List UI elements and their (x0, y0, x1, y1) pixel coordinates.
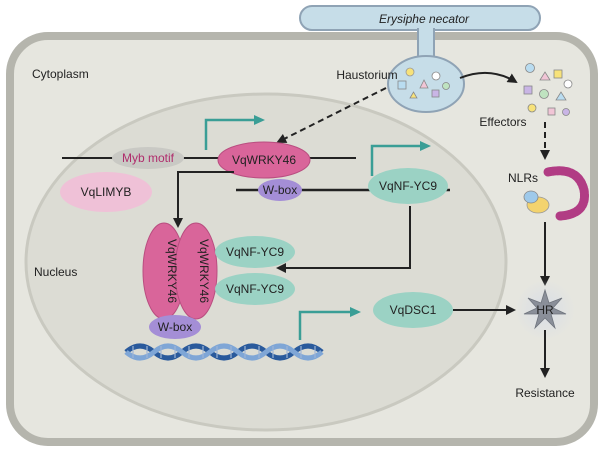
dna-helix (124, 343, 324, 361)
dimer-right-label: VqWRKY46 (197, 239, 211, 303)
wrky46-transcription-arrow (204, 115, 265, 150)
dimer-left-label: VqWRKY46 (165, 239, 179, 303)
nfyc9-complex-upper (215, 236, 295, 268)
vqlimyb-label: VqLIMYB (81, 185, 132, 199)
dsc1-transcription-arrow (298, 307, 361, 340)
haustorium-effector-cluster (397, 67, 450, 99)
effectors-label: Effectors (479, 115, 526, 129)
nlr-protein-icon (523, 166, 589, 221)
effectors-cluster (523, 63, 573, 116)
vqwrky46-label: VqWRKY46 (232, 153, 296, 167)
wrky46-to-dimer-arrow (173, 171, 234, 228)
myb-motif-element (112, 147, 184, 169)
vqdsc1-label: VqDSC1 (390, 303, 437, 317)
vqdsc1-protein (373, 292, 453, 328)
wrky46-dimer-right (174, 222, 218, 320)
nfyc9-transcription-arrow (370, 141, 431, 176)
cytoplasm-label: Cytoplasm (32, 67, 89, 81)
wbox-top-label: W-box (263, 183, 297, 197)
nfyc9-to-complex-arrow (276, 206, 411, 273)
hr-burst-icon (523, 288, 567, 330)
secretion-arrow (459, 71, 518, 84)
haustorium-signal-arrow (276, 87, 387, 143)
nlrs-label: NLRs (508, 171, 538, 185)
pathogen-label: Erysiphe necator (379, 12, 470, 26)
nfyc9-lower-label: VqNF-YC9 (226, 282, 284, 296)
hr-label: HR (536, 303, 554, 317)
nfyc9-complex-lower (215, 273, 295, 305)
vqnfyc9-top-label: VqNF-YC9 (379, 179, 437, 193)
resistance-label: Resistance (515, 386, 575, 400)
vqwrky46-protein (217, 141, 311, 179)
wbox-element-bottom (149, 315, 201, 339)
wbox-element-top (258, 179, 302, 201)
vqnfyc9-protein-top (368, 168, 448, 204)
wbox-bottom-label: W-box (158, 320, 192, 334)
myb-motif-label: Myb motif (122, 151, 175, 165)
nfyc9-upper-label: VqNF-YC9 (226, 245, 284, 259)
vqlimyb-protein (60, 172, 152, 212)
nucleus-label: Nucleus (34, 265, 77, 279)
haustorium-label: Haustorium (336, 68, 397, 82)
